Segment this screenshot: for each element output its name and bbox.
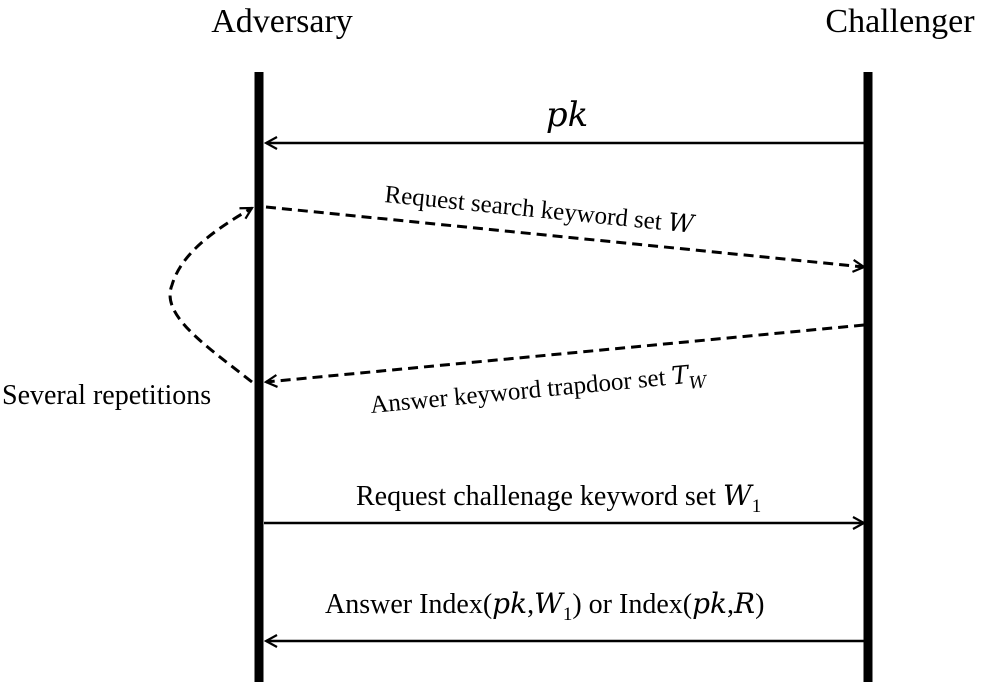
pk-label: pk	[546, 95, 588, 135]
repetition-loop-arrow	[168, 206, 252, 384]
challenger-label: Challenger	[825, 3, 975, 40]
request-search-label: Request search keyword set W	[383, 179, 697, 239]
request-search-arrow	[265, 205, 864, 267]
repetition-label: Several repetitions	[2, 380, 211, 411]
request-challenge-label: Request challenage keyword set W1	[356, 479, 761, 517]
answer-trapdoor-arrow	[266, 323, 865, 382]
answer-index-label: Answer Index(pk,W1) or Index(pk,R)	[325, 587, 764, 625]
adversary-label: Adversary	[211, 3, 353, 40]
answer-trapdoor-label: Answer keyword trapdoor set TW	[369, 358, 709, 424]
